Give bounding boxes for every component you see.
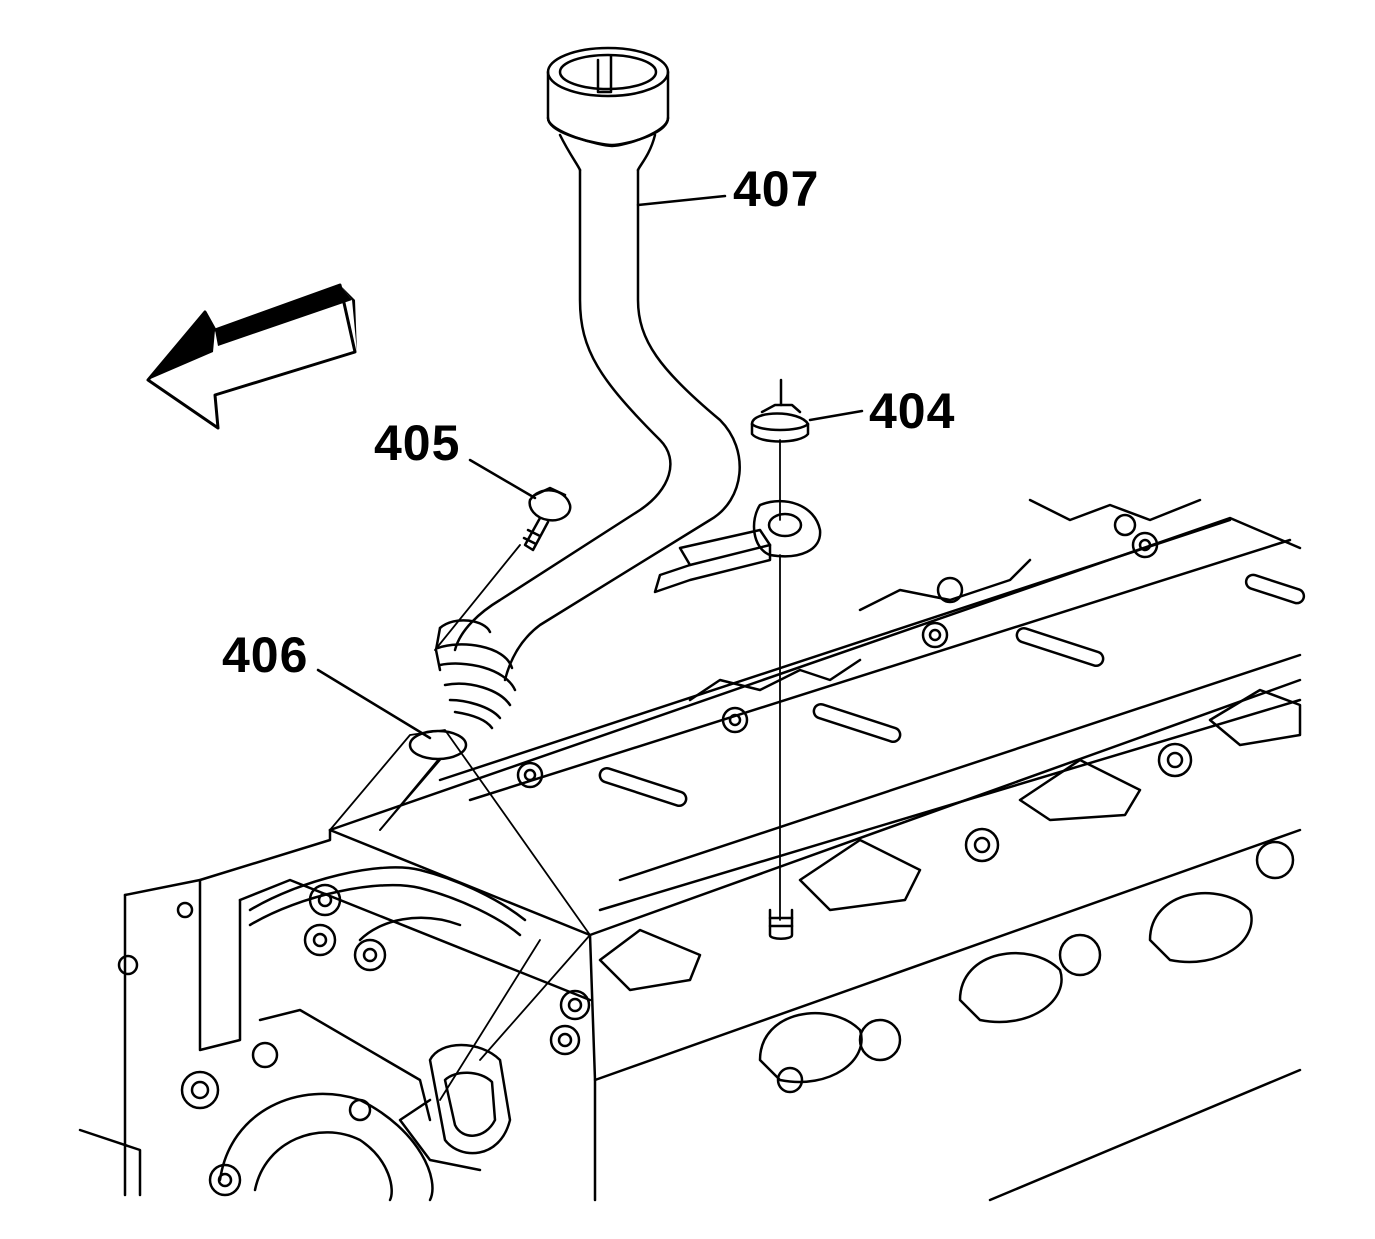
guide-lines (329, 439, 781, 1101)
engine-head (78, 498, 1306, 1202)
callout-404: 404 (869, 383, 956, 439)
direction-arrow (146, 283, 357, 430)
callout-405: 405 (374, 415, 461, 471)
nut (750, 378, 810, 443)
seal-ring (408, 729, 468, 761)
leader-lines (316, 194, 864, 740)
callout-407: 407 (733, 161, 820, 217)
bolt (522, 486, 572, 552)
mounting-stud (768, 908, 794, 940)
dipstick-tube (434, 46, 822, 730)
callout-406: 406 (222, 627, 309, 683)
head-bolts (303, 531, 1193, 1056)
